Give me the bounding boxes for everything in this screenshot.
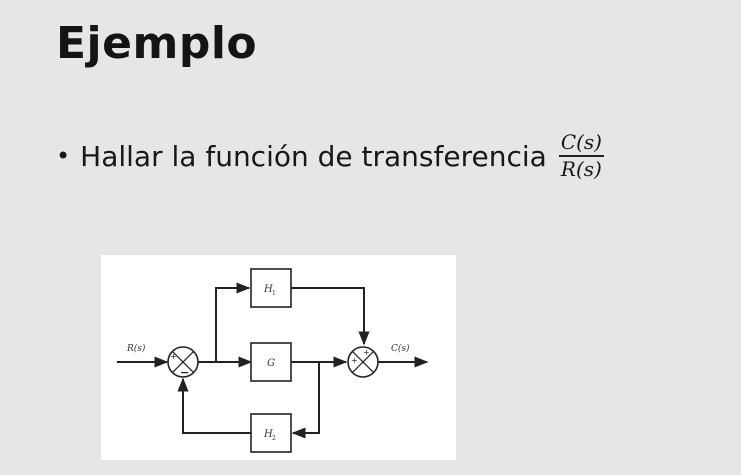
summer2-top-plus-sign: + xyxy=(363,348,370,357)
fraction-denominator: R(s) xyxy=(560,157,602,181)
summer1-minus-sign: − xyxy=(180,366,189,379)
summing-junction-1: + − xyxy=(167,346,199,379)
fraction-bar xyxy=(558,155,604,157)
block-h2-subscript: 2 xyxy=(272,435,276,442)
summer1-plus-sign: + xyxy=(170,352,177,361)
summer2-left-plus-sign: + xyxy=(351,356,358,365)
input-label: R(s) xyxy=(126,343,146,354)
block-h1: H 1 xyxy=(250,268,292,308)
bullet-dot: • xyxy=(56,142,71,170)
h1-to-summer2-line xyxy=(291,287,370,346)
branch-to-h1-line xyxy=(215,282,251,362)
block-h1-subscript: 1 xyxy=(272,290,276,297)
block-diagram-image: R(s) + − H 1 G xyxy=(101,255,456,460)
slide-title: Ejemplo xyxy=(56,18,258,69)
h2-to-summer1-line xyxy=(177,377,251,434)
transfer-function-fraction: C(s) R(s) xyxy=(558,130,604,181)
block-g: G xyxy=(250,342,292,382)
branch-to-h2-line xyxy=(291,362,320,439)
block-h2-label: H xyxy=(263,429,273,440)
block-h1-label: H xyxy=(263,284,273,295)
fraction-numerator: C(s) xyxy=(560,130,602,154)
block-diagram: R(s) + − H 1 G xyxy=(117,268,429,453)
bullet-item: • Hallar la función de transferencia C(s… xyxy=(56,126,604,186)
output-label: C(s) xyxy=(391,343,410,354)
bullet-text: Hallar la función de transferencia xyxy=(80,139,547,173)
block-g-label: G xyxy=(267,358,275,369)
summing-junction-2: + + xyxy=(347,346,379,378)
block-h2: H 2 xyxy=(250,413,292,453)
